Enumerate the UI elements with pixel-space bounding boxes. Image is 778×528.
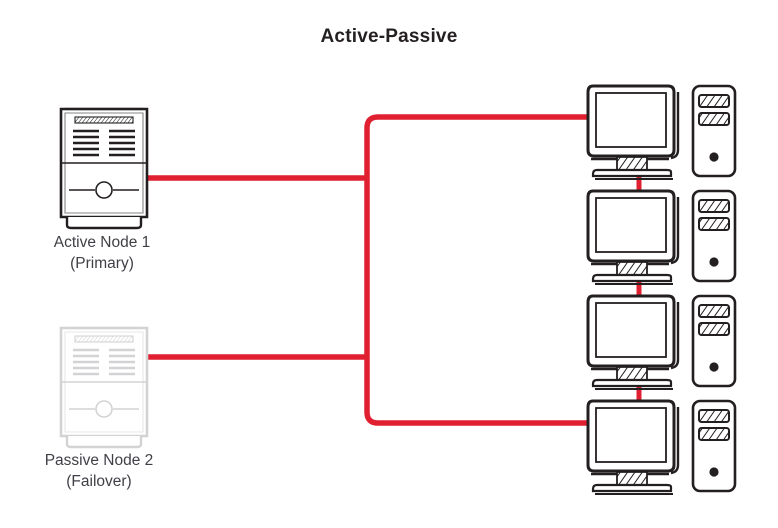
server-tower-icon-passive[interactable] bbox=[59, 326, 149, 449]
desktop-computer-icon-2[interactable] bbox=[586, 189, 737, 286]
page-title: Active-Passive bbox=[320, 26, 458, 47]
node-label-active-node-1: Active Node 1 (Primary) bbox=[12, 232, 192, 274]
node-label-line-2: (Failover) bbox=[66, 473, 132, 490]
node-label-line-2: (Primary) bbox=[70, 255, 134, 272]
server-tower-icon-active[interactable] bbox=[59, 107, 149, 230]
link-bus-trunk bbox=[364, 114, 588, 426]
desktop-computer-icon-3[interactable] bbox=[586, 294, 737, 391]
desktop-computer-icon-1[interactable] bbox=[586, 84, 737, 181]
node-label-line-1: Active Node 1 bbox=[53, 234, 151, 251]
desktop-computer-icon-4[interactable] bbox=[586, 399, 737, 496]
node-label-passive-node-2: Passive Node 2 (Failover) bbox=[4, 450, 194, 492]
node-label-line-1: Passive Node 2 bbox=[44, 452, 154, 469]
